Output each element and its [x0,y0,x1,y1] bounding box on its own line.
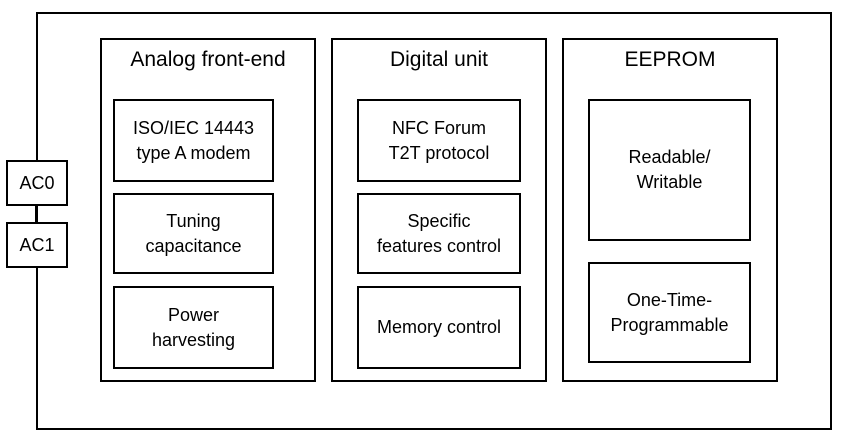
block-memory-control: Memory control [357,286,521,369]
pin-ac1-label: AC1 [19,234,55,255]
pin-ac0: AC0 [6,160,68,206]
block-one-time-programmable: One-Time-Programmable [588,262,751,363]
pin-connector-line [35,206,37,222]
section-title-eeprom: EEPROM [624,48,716,71]
block-label: Memory control [376,317,502,337]
block-readable-writable: Readable/Writable [588,99,751,241]
block-label: One-Time-Programmable [610,289,729,335]
pin-ac1: AC1 [6,222,68,268]
block-label: Readable/Writable [628,147,711,192]
section-title-digital-unit: Digital unit [389,48,489,71]
pin-ac0-label: AC0 [19,172,55,193]
section-title-analog-front-end: Analog front-end [130,48,286,71]
